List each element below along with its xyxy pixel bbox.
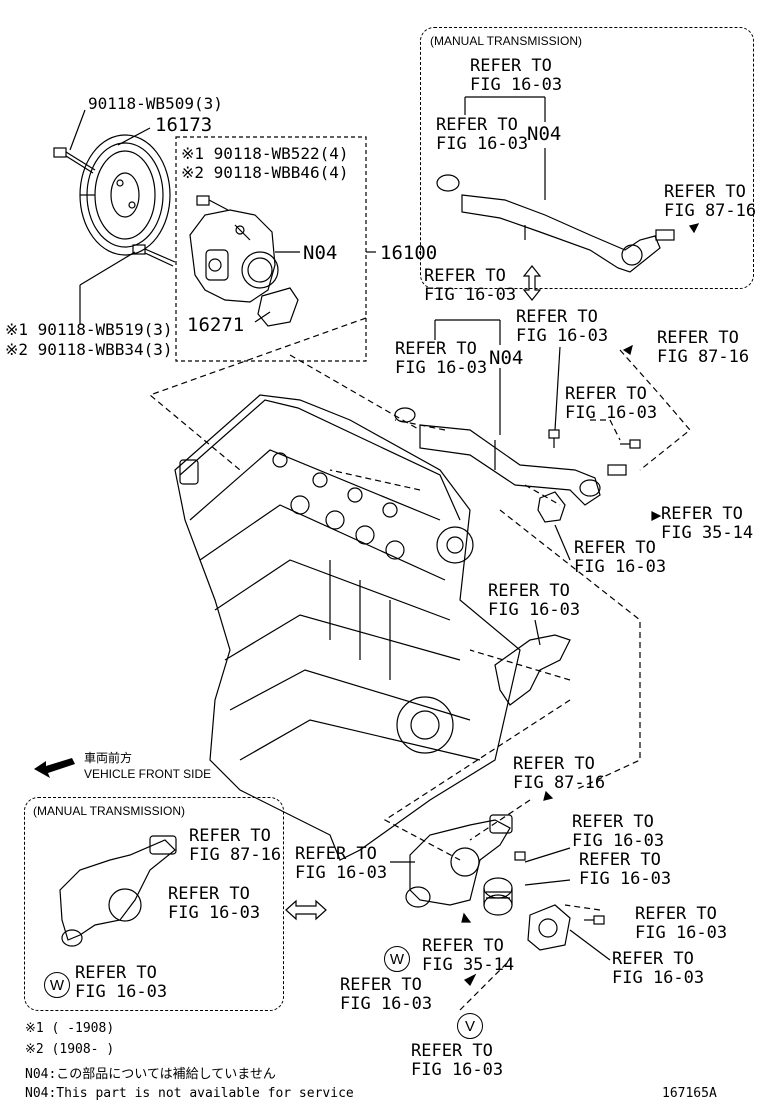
part-number-90118-wbb46: ※2 90118-WBB46(4)	[181, 163, 349, 182]
gasket-16271	[257, 287, 299, 327]
part-number-90118-wb519: ※1 90118-WB519(3)	[5, 320, 173, 339]
water-outlet-manual-bottom	[59, 835, 177, 947]
part-number-16271: 16271	[187, 314, 245, 336]
manual-transmission-box-bottom	[24, 797, 284, 1011]
guide-lines	[148, 317, 691, 1011]
water-pipe-center	[394, 407, 627, 506]
footnote-n04-en: N04:This part is not available for servi…	[25, 1086, 354, 1101]
bolt-90118-wb509	[53, 147, 96, 174]
part-number-16173: 16173	[155, 114, 213, 136]
gasket-housing	[494, 634, 571, 706]
vehicle-front-arrow	[34, 758, 75, 778]
footnote-2: ※2 (1908- )	[25, 1042, 115, 1057]
vehicle-front-en: VEHICLE FRONT SIDE	[84, 767, 212, 781]
manual-transmission-label-bottom: (MANUAL TRANSMISSION)	[33, 804, 186, 818]
n04-pipe-label: N04	[489, 347, 524, 369]
bolt-90118-wb522	[196, 195, 229, 211]
vehicle-front-jp: 車両前方	[84, 751, 133, 765]
bolt-90118-wb519	[132, 244, 176, 267]
manual-transmission-box-top	[420, 27, 754, 289]
marker-w: W	[384, 946, 410, 972]
footnote-1: ※1 ( -1908)	[25, 1021, 115, 1036]
double-arrow-vertical	[522, 265, 542, 301]
part-number-90118-wb509: 90118-WB509(3)	[88, 94, 223, 113]
double-arrow-horizontal	[285, 899, 327, 921]
figure-id: 167165A	[662, 1086, 717, 1101]
marker-w-manual: W	[44, 972, 70, 998]
footnote-n04-jp: N04:この部品については補給していません	[25, 1067, 276, 1082]
engine-block	[174, 394, 521, 861]
manual-transmission-label-top: (MANUAL TRANSMISSION)	[430, 34, 583, 48]
part-number-90118-wbb34: ※2 90118-WBB34(3)	[5, 340, 173, 359]
water-inlet	[527, 904, 571, 951]
thermostat-housing	[405, 814, 513, 908]
arrows	[461, 223, 700, 987]
n04-pump-label: N04	[303, 242, 338, 264]
marker-v: V	[457, 1013, 483, 1039]
water-pump-16100	[189, 209, 279, 303]
bolt-pipe	[548, 429, 641, 449]
leader-lines	[390, 96, 611, 961]
part-number-16100: 16100	[380, 242, 438, 264]
part-number-90118-wb522: ※1 90118-WB522(4)	[181, 144, 349, 163]
gasket-pipe	[537, 491, 566, 523]
pump-assembly-frame	[175, 136, 367, 362]
bolt-bottom	[514, 851, 605, 925]
pulley-16173	[79, 134, 171, 256]
n04-manual-pipe-label: N04	[527, 123, 562, 145]
water-pipe-manual-top	[436, 174, 675, 273]
thermostat	[483, 877, 513, 916]
